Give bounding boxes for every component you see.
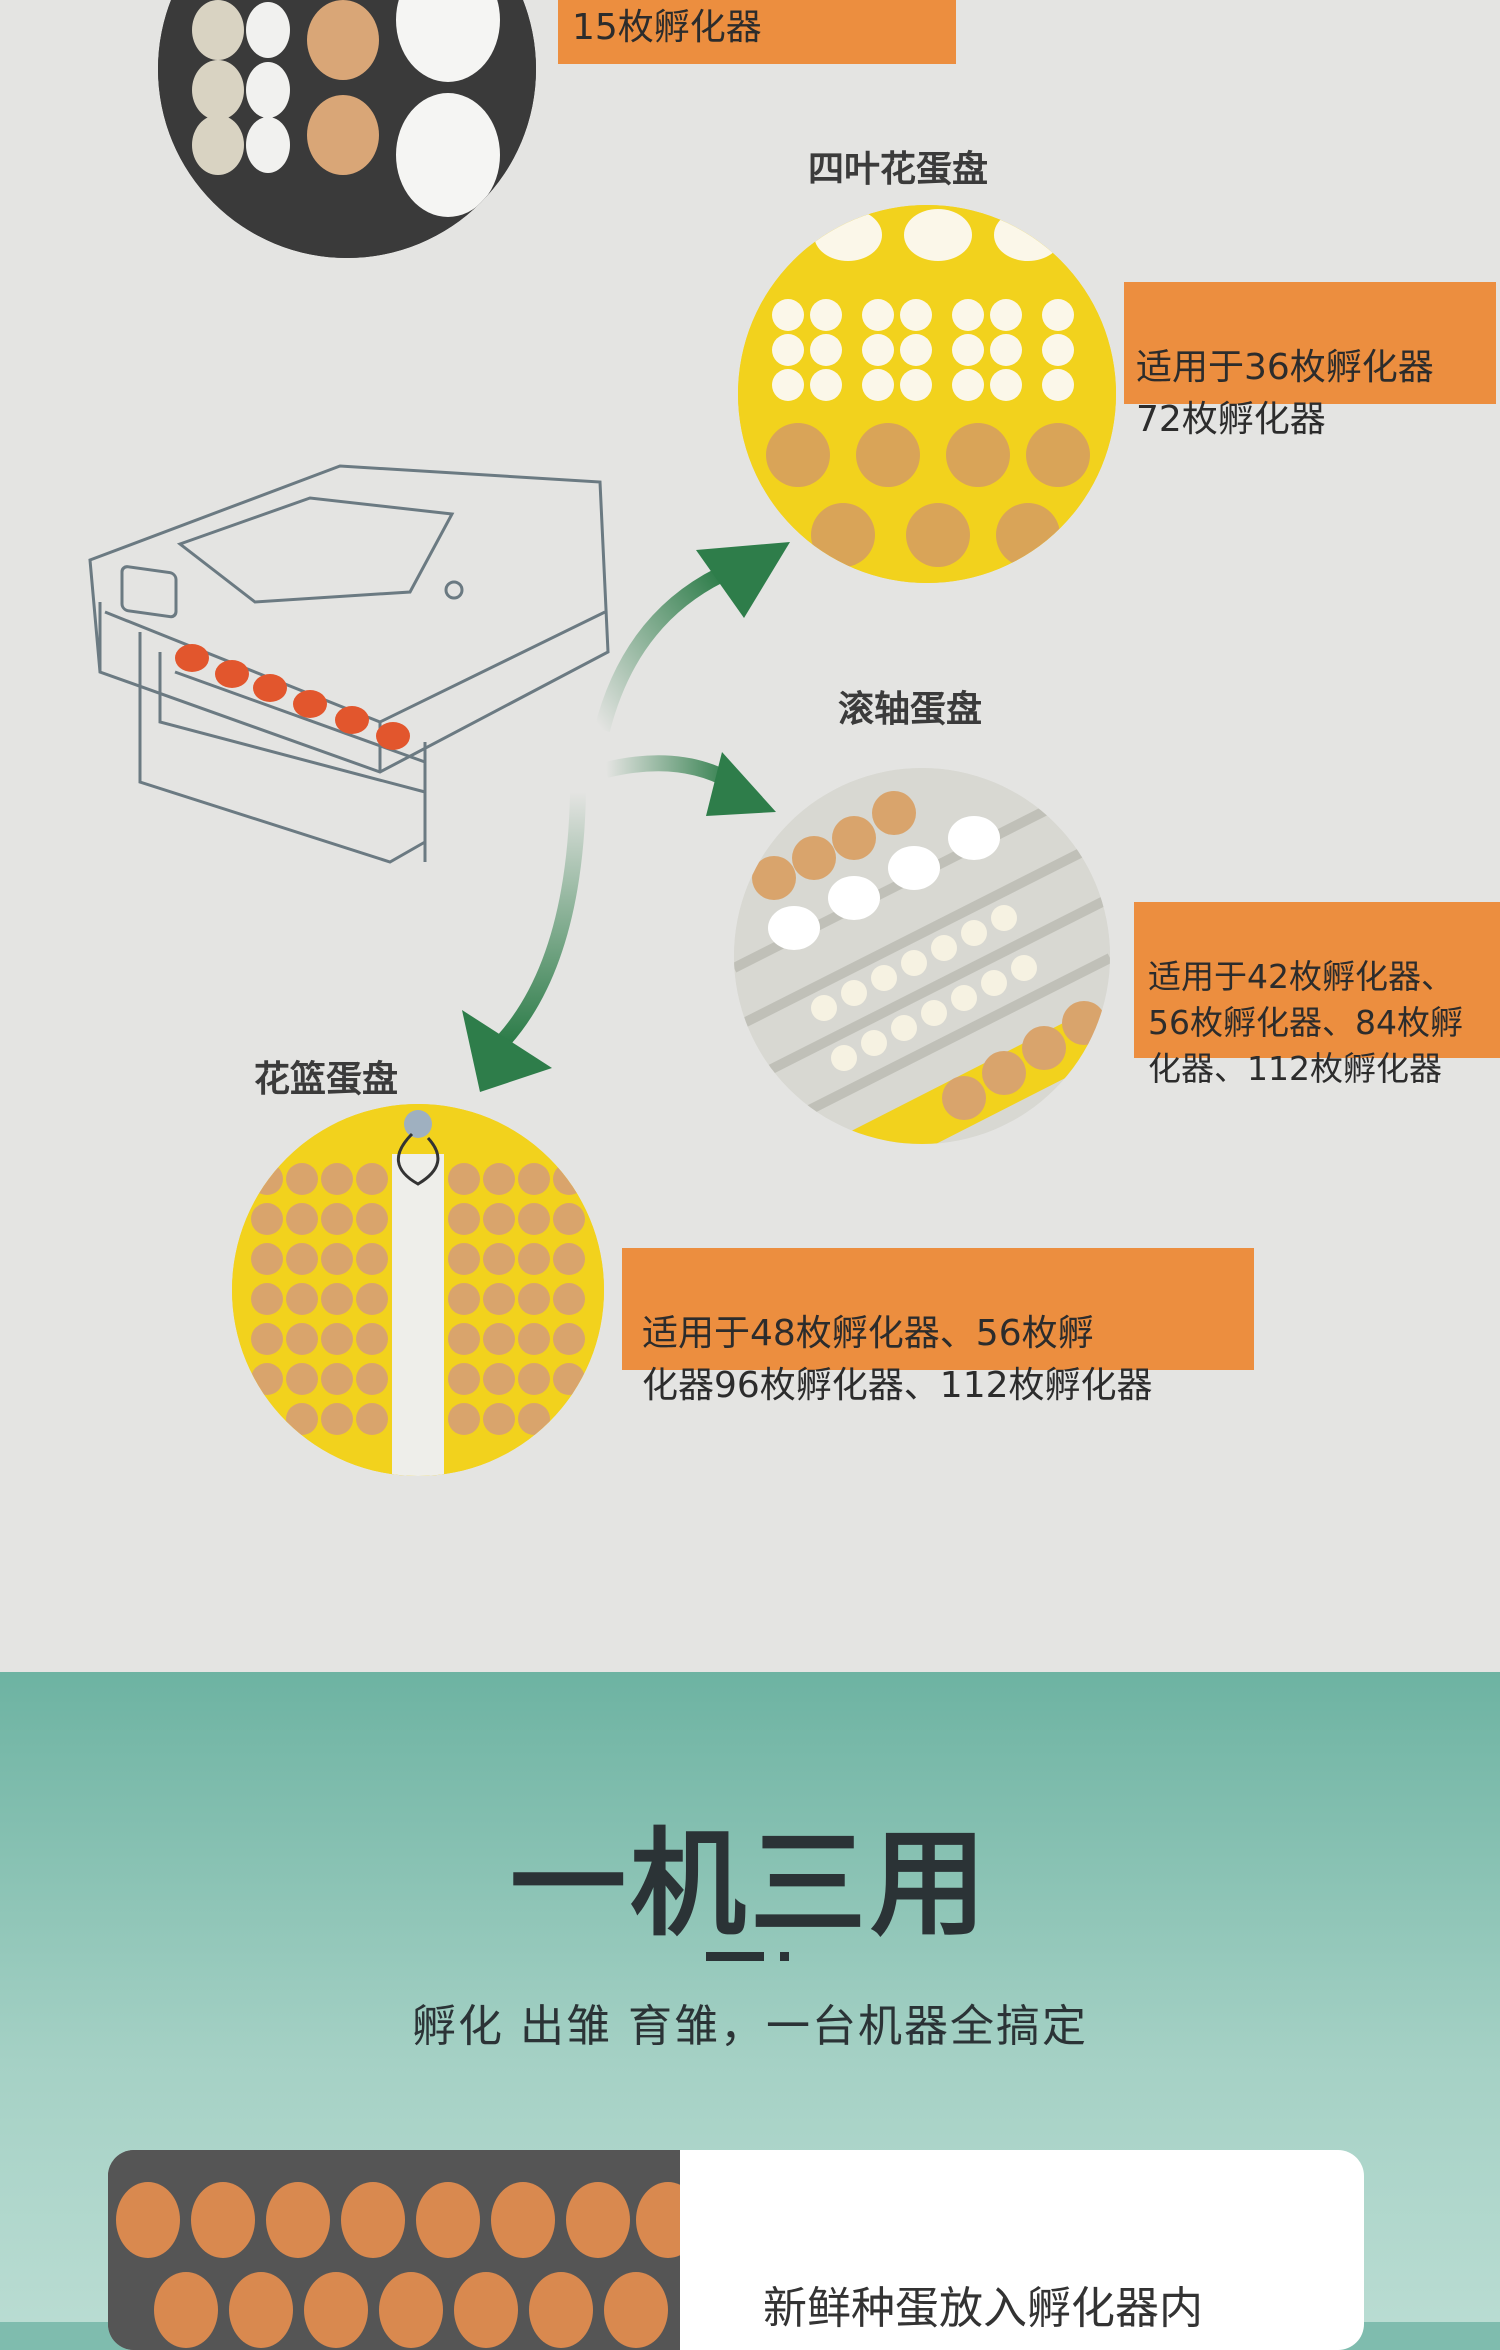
roller-tray-image bbox=[734, 768, 1110, 1144]
clover-tray-label-text: 适用于36枚孵化器 72枚孵化器 bbox=[1136, 347, 1434, 440]
roller-tray-title: 滚轴蛋盘 bbox=[838, 689, 983, 730]
incubator-illustration bbox=[88, 464, 610, 864]
arrows-graphic bbox=[462, 542, 790, 1092]
top-label-text: 15枚孵化器 bbox=[572, 7, 762, 48]
clover-tray-title: 四叶花蛋盘 bbox=[808, 149, 989, 190]
clover-tray-label: 适用于36枚孵化器 72枚孵化器 bbox=[1124, 282, 1496, 440]
feature-card: 新鲜种蛋放入孵化器内 bbox=[108, 2150, 1364, 2350]
roller-tray-label-text: 适用于42枚孵化器、 56枚孵化器、84枚孵 化器、112枚孵化器 bbox=[1148, 957, 1463, 1088]
title-divider-dot bbox=[780, 1952, 789, 1961]
feature-card-text: 新鲜种蛋放入孵化器内 bbox=[763, 2283, 1203, 2334]
top-label: 15枚孵化器 bbox=[558, 0, 956, 64]
egg-tray-photo bbox=[108, 2150, 700, 2350]
roller-tray-label: 适用于42枚孵化器、 56枚孵化器、84枚孵 化器、112枚孵化器 bbox=[1134, 902, 1500, 1088]
basket-tray-image bbox=[232, 1104, 604, 1476]
section-subtitle: 孵化 出雏 育雏，一台机器全搞定 bbox=[412, 2001, 1088, 2052]
clover-tray-image bbox=[738, 205, 1116, 583]
basket-tray-title: 花篮蛋盘 bbox=[254, 1059, 399, 1100]
basket-tray-label: 适用于48枚孵化器、56枚孵 化器96枚孵化器、112枚孵化器 bbox=[622, 1248, 1254, 1406]
basket-tray-label-text: 适用于48枚孵化器、56枚孵 化器96枚孵化器、112枚孵化器 bbox=[642, 1313, 1153, 1406]
title-divider bbox=[706, 1952, 764, 1961]
tray-types-panel bbox=[0, 0, 1500, 1672]
section-title: 一机三用 bbox=[510, 1817, 990, 1952]
